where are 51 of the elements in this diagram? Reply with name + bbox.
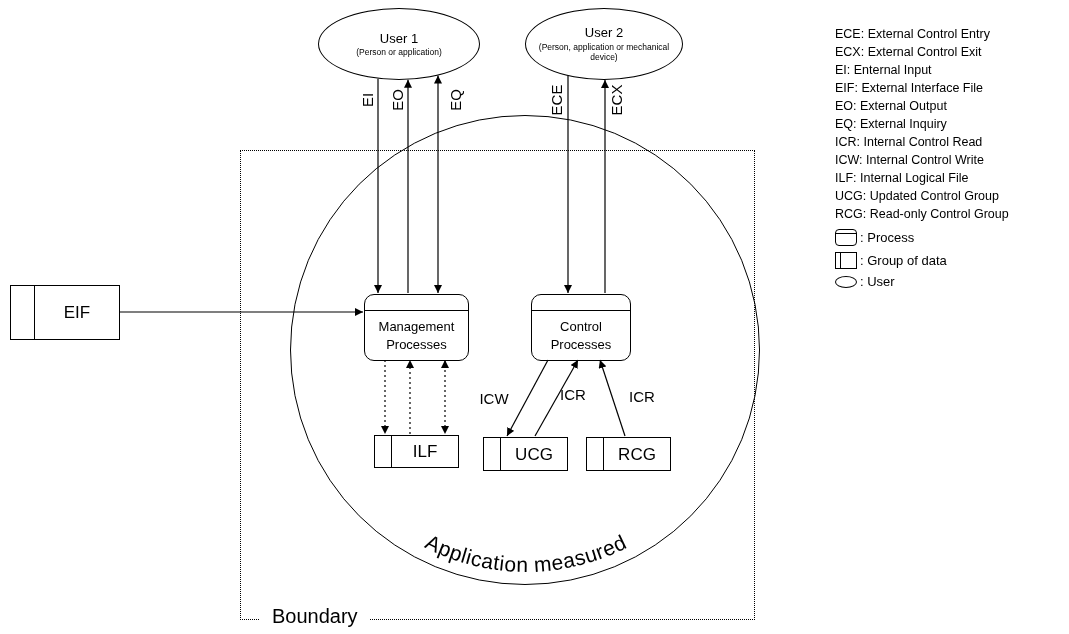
- user-description: (Person, application or mechanical device): [537, 41, 671, 63]
- process-label: Control Processes: [549, 317, 613, 354]
- edge-label: ICR: [629, 388, 655, 404]
- data-store-box: [483, 437, 568, 471]
- abbreviation-definition: EI: Enternal Input: [835, 62, 933, 79]
- abbreviation-definition: UCG: Updated Control Group: [835, 188, 1000, 205]
- edge-label: ECE: [548, 84, 564, 116]
- legend-label: : Group of data: [860, 254, 947, 267]
- data-store-box: [374, 435, 459, 468]
- abbreviation-definition: EIF: External Interface File: [835, 80, 984, 97]
- process-label: Management Processes: [377, 317, 456, 354]
- arrow: [434, 74, 442, 294]
- data-store-box: [10, 285, 120, 340]
- data-store-box: [586, 437, 671, 471]
- data-store-label: UCG: [515, 445, 553, 463]
- legend-label: : Process: [860, 231, 915, 244]
- legend-label: : User: [860, 275, 895, 288]
- data-store-label: RCG: [618, 445, 656, 463]
- edge-label: ECX: [608, 84, 624, 116]
- dotted-arrow: [441, 359, 449, 435]
- process-box: [531, 294, 631, 361]
- process-box: [364, 294, 469, 361]
- data-store-label: EIF: [63, 304, 91, 321]
- user-description: (Person or application): [355, 46, 443, 58]
- abbreviation-definition: ECE: External Control Entry: [835, 26, 991, 43]
- arrow: [534, 359, 579, 437]
- user-name: User 2: [584, 25, 624, 42]
- dotted-arrow: [406, 359, 414, 435]
- boundary-label: Boundary: [260, 606, 370, 626]
- abbreviation-definition: ICW: Internal Control Write: [835, 152, 985, 169]
- arrow: [601, 79, 609, 294]
- abbreviation-definition: ILF: Internal Logical File: [835, 170, 970, 187]
- arrow: [506, 359, 549, 437]
- arrow: [119, 308, 364, 316]
- data-store-label: ILF: [412, 443, 438, 460]
- edge-label: ICW: [479, 390, 509, 406]
- arrow: [564, 75, 572, 294]
- edge-label: EI: [359, 92, 375, 108]
- abbreviation-definition: EQ: External Inquiry: [835, 116, 948, 133]
- edge-label: ICR: [560, 386, 586, 402]
- abbreviation-definition: ECX: External Control Exit: [835, 44, 983, 61]
- dotted-arrow: [381, 359, 389, 435]
- arrow: [404, 79, 412, 294]
- abbreviation-definition: ICR: Internal Control Read: [835, 134, 984, 151]
- arrow: [374, 78, 382, 294]
- edge-label: EQ: [447, 89, 463, 111]
- abbreviation-definition: EO: External Output: [835, 98, 948, 115]
- abbreviation-definition: RCG: Read-only Control Group: [835, 206, 1009, 223]
- user-name: User 1: [379, 30, 419, 47]
- arrow: [598, 359, 626, 437]
- edge-label: EO: [389, 89, 405, 111]
